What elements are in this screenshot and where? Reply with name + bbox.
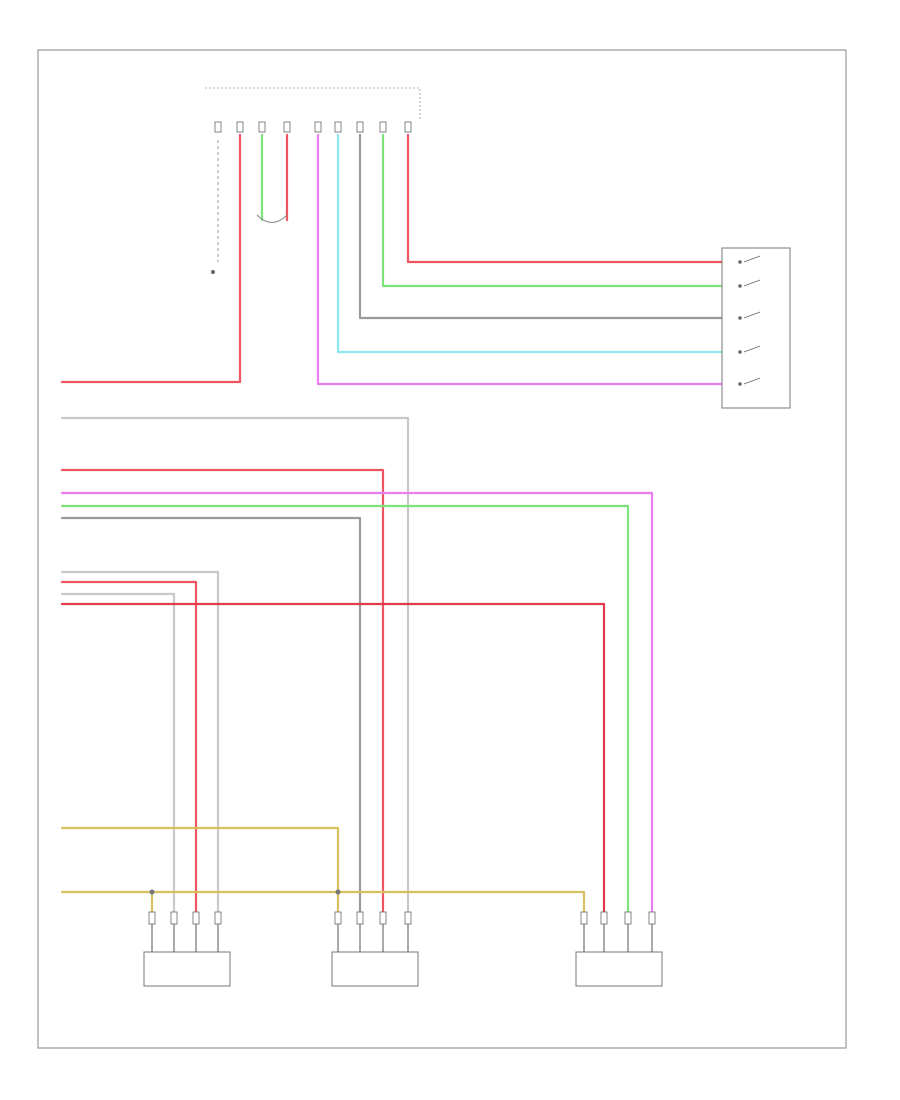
motor-pin-terminal [624, 911, 632, 925]
connector-pin [314, 121, 322, 133]
motor-pin-terminal [648, 911, 656, 925]
switch-blade [743, 311, 761, 319]
wire-magenta-switch [316, 133, 724, 386]
motor-pin-terminal [334, 911, 342, 925]
wire-lightgray-long [60, 416, 410, 922]
wire-lightgray-short [60, 570, 220, 922]
connector-pin [356, 121, 364, 133]
connector-pin [404, 121, 412, 133]
wire-group [60, 133, 724, 922]
wire-gray-long [60, 516, 362, 922]
wire-red-switch [406, 133, 724, 264]
motor-pin-terminal [170, 911, 178, 925]
switch-contact [738, 284, 742, 288]
switch-blade [743, 279, 761, 287]
wire-gray-switch [358, 133, 724, 320]
wire-lightgray-mid [60, 592, 176, 922]
motor-pin-terminal [379, 911, 387, 925]
wire-red-right [60, 602, 606, 922]
connector-pin [379, 121, 387, 133]
motor-pin-terminal [600, 911, 608, 925]
switch-blade [743, 345, 761, 353]
wire-cyan-switch [336, 133, 724, 354]
motor-right [575, 951, 663, 987]
junction-dot [335, 889, 341, 895]
motor-left [143, 951, 231, 987]
motor-pin-terminal [192, 911, 200, 925]
wire-magenta-long [60, 491, 654, 922]
seat-memory-switch [721, 247, 791, 409]
switch-contact [738, 260, 742, 264]
wire-green-switch [381, 133, 724, 288]
connector-pin [334, 121, 342, 133]
motor-pin-terminal [214, 911, 222, 925]
motor-pin-terminal [580, 911, 588, 925]
wire-red-long [60, 468, 385, 922]
diagram-frame [37, 49, 847, 1049]
connector-pin [214, 121, 222, 133]
switch-contact [738, 382, 742, 386]
wire-red-mid [60, 580, 198, 922]
top-connector [205, 87, 421, 133]
upper-components [211, 214, 288, 274]
connector-pin [236, 121, 244, 133]
motor-center [331, 951, 419, 987]
switch-blade [743, 377, 761, 385]
wire-yellow-upper [60, 826, 340, 922]
wire-yellow-lower [60, 890, 586, 922]
motor-pin-terminal [404, 911, 412, 925]
wire-red-left [60, 133, 242, 384]
switch-contact [738, 316, 742, 320]
switch-blade [743, 255, 761, 263]
switch-contact [738, 350, 742, 354]
junction-dot [149, 889, 155, 895]
motor-pin-terminal [148, 911, 156, 925]
connector-pin [283, 121, 291, 133]
wire-green-long [60, 504, 630, 922]
connector-pin [258, 121, 266, 133]
motor-pin-terminal [356, 911, 364, 925]
